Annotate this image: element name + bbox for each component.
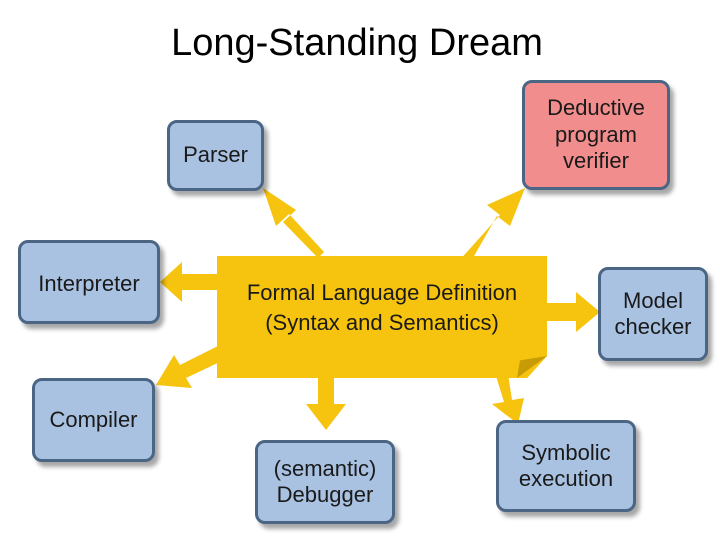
deductive-program-verifier-box: Deductive program verifier — [522, 80, 670, 190]
arrow-to-compiler — [156, 346, 224, 388]
model-checker-box: Model checker — [598, 267, 708, 361]
arrow-to-debugger — [306, 376, 346, 430]
verifier-line-2: program — [555, 121, 637, 147]
semantic-debugger-box: (semantic) Debugger — [255, 440, 395, 524]
verifier-line-3: verifier — [562, 148, 629, 174]
arrow-to-model-checker — [546, 292, 600, 332]
debugger-line-1: (semantic) — [273, 455, 377, 481]
center-line-2: (Syntax and Semantics) — [265, 309, 499, 335]
parser-box: Parser — [167, 120, 264, 191]
model-checker-line-1: Model — [623, 287, 683, 313]
verifier-line-1: Deductive — [547, 95, 645, 121]
center-line-1: Formal Language Definition — [246, 280, 518, 305]
symbolic-line-2: execution — [518, 466, 614, 491]
arrow-to-symbolic — [492, 374, 524, 424]
slide-title: Long-Standing Dream — [171, 22, 543, 64]
compiler-label: Compiler — [49, 406, 138, 432]
interpreter-box: Interpreter — [18, 240, 160, 324]
model-checker-line-2: checker — [614, 314, 692, 339]
arrow-to-parser — [263, 188, 324, 258]
symbolic-line-1: Symbolic — [521, 439, 611, 465]
formal-language-definition-box: Formal Language Definition (Syntax and S… — [217, 256, 547, 378]
symbolic-execution-box: Symbolic execution — [496, 420, 636, 512]
interpreter-label: Interpreter — [38, 271, 140, 296]
parser-label: Parser — [183, 142, 248, 168]
arrow-to-verifier — [458, 188, 525, 270]
arrow-to-interpreter — [160, 262, 218, 302]
debugger-line-2: Debugger — [276, 482, 374, 507]
compiler-box: Compiler — [32, 378, 155, 462]
